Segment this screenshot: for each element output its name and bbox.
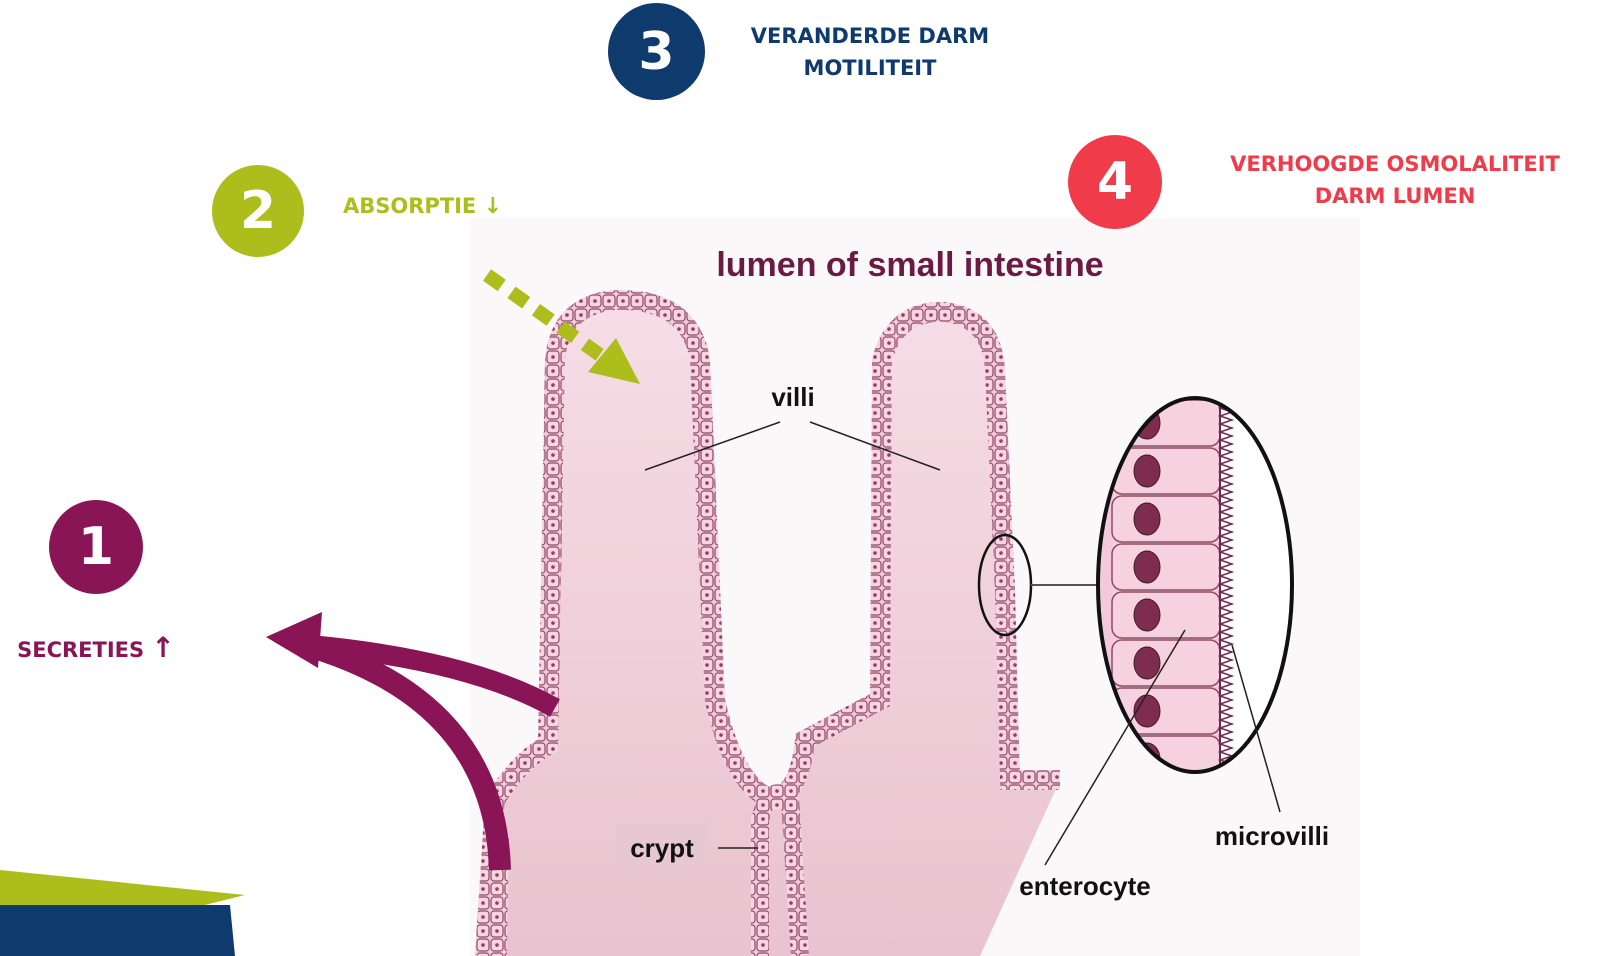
factor-3-line1: VERANDERDE DARM <box>720 20 1020 52</box>
factor-2-label: ABSORPTIE ↓ <box>343 190 528 223</box>
diagram-title: lumen of small intestine <box>716 246 1103 284</box>
factor-3-label: VERANDERDE DARM MOTILITEIT <box>720 20 1020 84</box>
cell-nucleus <box>1134 647 1160 679</box>
enterocyte-cell <box>1112 496 1220 542</box>
enterocyte-cell <box>1112 592 1220 638</box>
factor-1-label: SECRETIES ↑ <box>6 632 186 666</box>
cell-nucleus <box>1134 695 1160 727</box>
secretion-arrowhead <box>266 612 322 668</box>
factor-4-line1: VERHOOGDE OSMOLALITEIT <box>1185 148 1605 180</box>
microvilli-label: microvilli <box>1215 821 1329 851</box>
factor-4-label: VERHOOGDE OSMOLALITEIT DARM LUMEN <box>1185 148 1605 212</box>
factor-3-line2: MOTILITEIT <box>720 52 1020 84</box>
arrow-down-icon: ↓ <box>484 194 502 219</box>
factor-4-badge: 4 <box>1068 135 1162 229</box>
cell-nucleus <box>1134 599 1160 631</box>
factor-3-badge: 3 <box>608 3 705 100</box>
factor-4-line2: DARM LUMEN <box>1185 180 1605 212</box>
enterocyte-label: enterocyte <box>1019 871 1151 901</box>
factor-1-badge: 1 <box>49 500 143 594</box>
factor-1-text: SECRETIES <box>17 638 144 662</box>
villi-label: villi <box>771 382 814 412</box>
corner-decoration-navy <box>0 905 235 956</box>
cell-nucleus <box>1134 455 1160 487</box>
enterocyte-cell <box>1112 544 1220 590</box>
factor-2-badge: 2 <box>212 165 304 257</box>
factor-2-text: ABSORPTIE <box>343 194 476 218</box>
enterocyte-cell <box>1112 448 1220 494</box>
cell-nucleus <box>1134 503 1160 535</box>
crypt-label: crypt <box>630 833 694 863</box>
arrow-up-icon: ↑ <box>151 631 174 664</box>
cell-nucleus <box>1134 551 1160 583</box>
